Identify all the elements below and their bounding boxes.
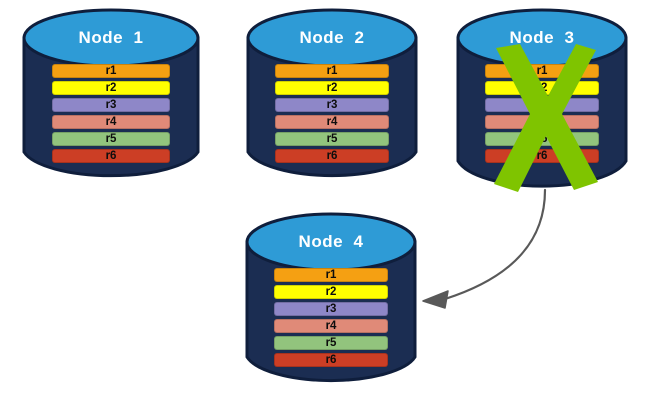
record-bar-r2[interactable]: r2 bbox=[485, 81, 599, 95]
record-label: r3 bbox=[105, 99, 117, 111]
record-bar-r1[interactable]: r1 bbox=[275, 64, 389, 78]
record-bar-r6[interactable]: r6 bbox=[274, 353, 388, 367]
record-label: r4 bbox=[536, 116, 548, 128]
record-label: r1 bbox=[325, 269, 337, 281]
record-label: r1 bbox=[536, 65, 548, 77]
record-label: r6 bbox=[325, 354, 337, 366]
record-label: r6 bbox=[326, 150, 338, 162]
record-bar-r4[interactable]: r4 bbox=[275, 115, 389, 129]
record-bar-r5[interactable]: r5 bbox=[274, 336, 388, 350]
node-3-records: r1 r2 r3 r4 r5 r6 bbox=[485, 64, 599, 163]
record-bar-r5[interactable]: r5 bbox=[52, 132, 170, 146]
record-bar-r2[interactable]: r2 bbox=[275, 81, 389, 95]
record-label: r2 bbox=[325, 286, 337, 298]
record-label: r6 bbox=[536, 150, 548, 162]
record-label: r4 bbox=[325, 320, 337, 332]
record-bar-r2[interactable]: r2 bbox=[274, 285, 388, 299]
record-label: r5 bbox=[326, 133, 338, 145]
record-label: r1 bbox=[326, 65, 338, 77]
record-bar-r6[interactable]: r6 bbox=[52, 149, 170, 163]
record-label: r4 bbox=[326, 116, 338, 128]
node-4-records: r1 r2 r3 r4 r5 r6 bbox=[274, 268, 388, 367]
node-1-records: r1 r2 r3 r4 r5 r6 bbox=[52, 64, 170, 163]
record-label: r4 bbox=[105, 116, 117, 128]
record-bar-r3[interactable]: r3 bbox=[274, 302, 388, 316]
record-bar-r3[interactable]: r3 bbox=[52, 98, 170, 112]
record-label: r1 bbox=[105, 65, 117, 77]
node-1[interactable]: Node 1 r1 r2 r3 r4 r5 r6 bbox=[22, 6, 200, 184]
record-label: r2 bbox=[536, 82, 548, 94]
node-2[interactable]: Node 2 r1 r2 r3 r4 r5 r6 bbox=[246, 6, 418, 184]
record-bar-r4[interactable]: r4 bbox=[274, 319, 388, 333]
record-label: r3 bbox=[536, 99, 548, 111]
record-label: r2 bbox=[105, 82, 117, 94]
record-bar-r4[interactable]: r4 bbox=[52, 115, 170, 129]
record-label: r5 bbox=[105, 133, 117, 145]
record-bar-r6[interactable]: r6 bbox=[485, 149, 599, 163]
node-2-records: r1 r2 r3 r4 r5 r6 bbox=[275, 64, 389, 163]
record-bar-r1[interactable]: r1 bbox=[485, 64, 599, 78]
record-bar-r2[interactable]: r2 bbox=[52, 81, 170, 95]
record-label: r5 bbox=[325, 337, 337, 349]
record-bar-r3[interactable]: r3 bbox=[275, 98, 389, 112]
record-label: r2 bbox=[326, 82, 338, 94]
record-bar-r6[interactable]: r6 bbox=[275, 149, 389, 163]
record-bar-r1[interactable]: r1 bbox=[274, 268, 388, 282]
record-label: r3 bbox=[326, 99, 338, 111]
record-bar-r4[interactable]: r4 bbox=[485, 115, 599, 129]
record-label: r5 bbox=[536, 133, 548, 145]
record-bar-r1[interactable]: r1 bbox=[52, 64, 170, 78]
record-bar-r5[interactable]: r5 bbox=[275, 132, 389, 146]
node-4[interactable]: Node 4 r1 r2 r3 r4 r5 r6 bbox=[245, 210, 417, 390]
node-3[interactable]: Node 3 r1 r2 r3 r4 r5 r6 bbox=[456, 6, 628, 196]
record-label: r6 bbox=[105, 150, 117, 162]
record-bar-r5[interactable]: r5 bbox=[485, 132, 599, 146]
record-label: r3 bbox=[325, 303, 337, 315]
record-bar-r3[interactable]: r3 bbox=[485, 98, 599, 112]
